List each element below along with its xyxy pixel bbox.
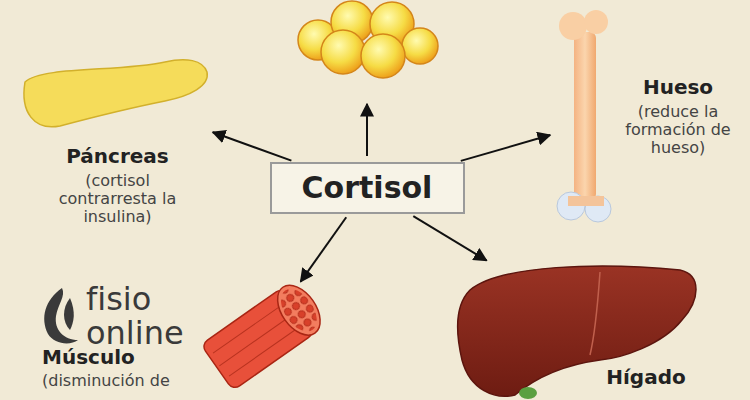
- liver: [457, 266, 696, 399]
- pancreas-group: Páncreas (cortisol contrarresta la insuli…: [20, 55, 210, 245]
- arrow-connector: [301, 217, 347, 281]
- pancreas: [24, 60, 207, 127]
- hormone-box: Cortisol: [270, 162, 465, 214]
- bone-group: Hueso (reduce la formación de hueso): [553, 8, 745, 226]
- bone: [557, 10, 611, 222]
- effect-note: (disminución de: [42, 372, 194, 390]
- organ-name: Cortisol: [302, 171, 433, 205]
- arrow-connector: [213, 132, 292, 160]
- arrow-connector: [413, 216, 486, 260]
- organ-name: Hígado: [596, 366, 696, 388]
- effect-note: (reduce la formación de hueso): [614, 103, 742, 157]
- effect-note: (cortisol contrarresta la insulina): [35, 172, 200, 226]
- watermark-text: fisio: [86, 280, 151, 318]
- arrow-to-fat: [366, 104, 368, 156]
- arrow-connector: [461, 135, 550, 161]
- fat-cells: [298, 1, 438, 78]
- watermark-text: online: [86, 314, 184, 352]
- muscle: [201, 278, 329, 391]
- organ-name: Páncreas: [35, 145, 200, 167]
- organ-name: Hueso: [614, 76, 742, 98]
- liver-group: Hígado: [455, 262, 700, 398]
- watermark-logo: [44, 288, 78, 343]
